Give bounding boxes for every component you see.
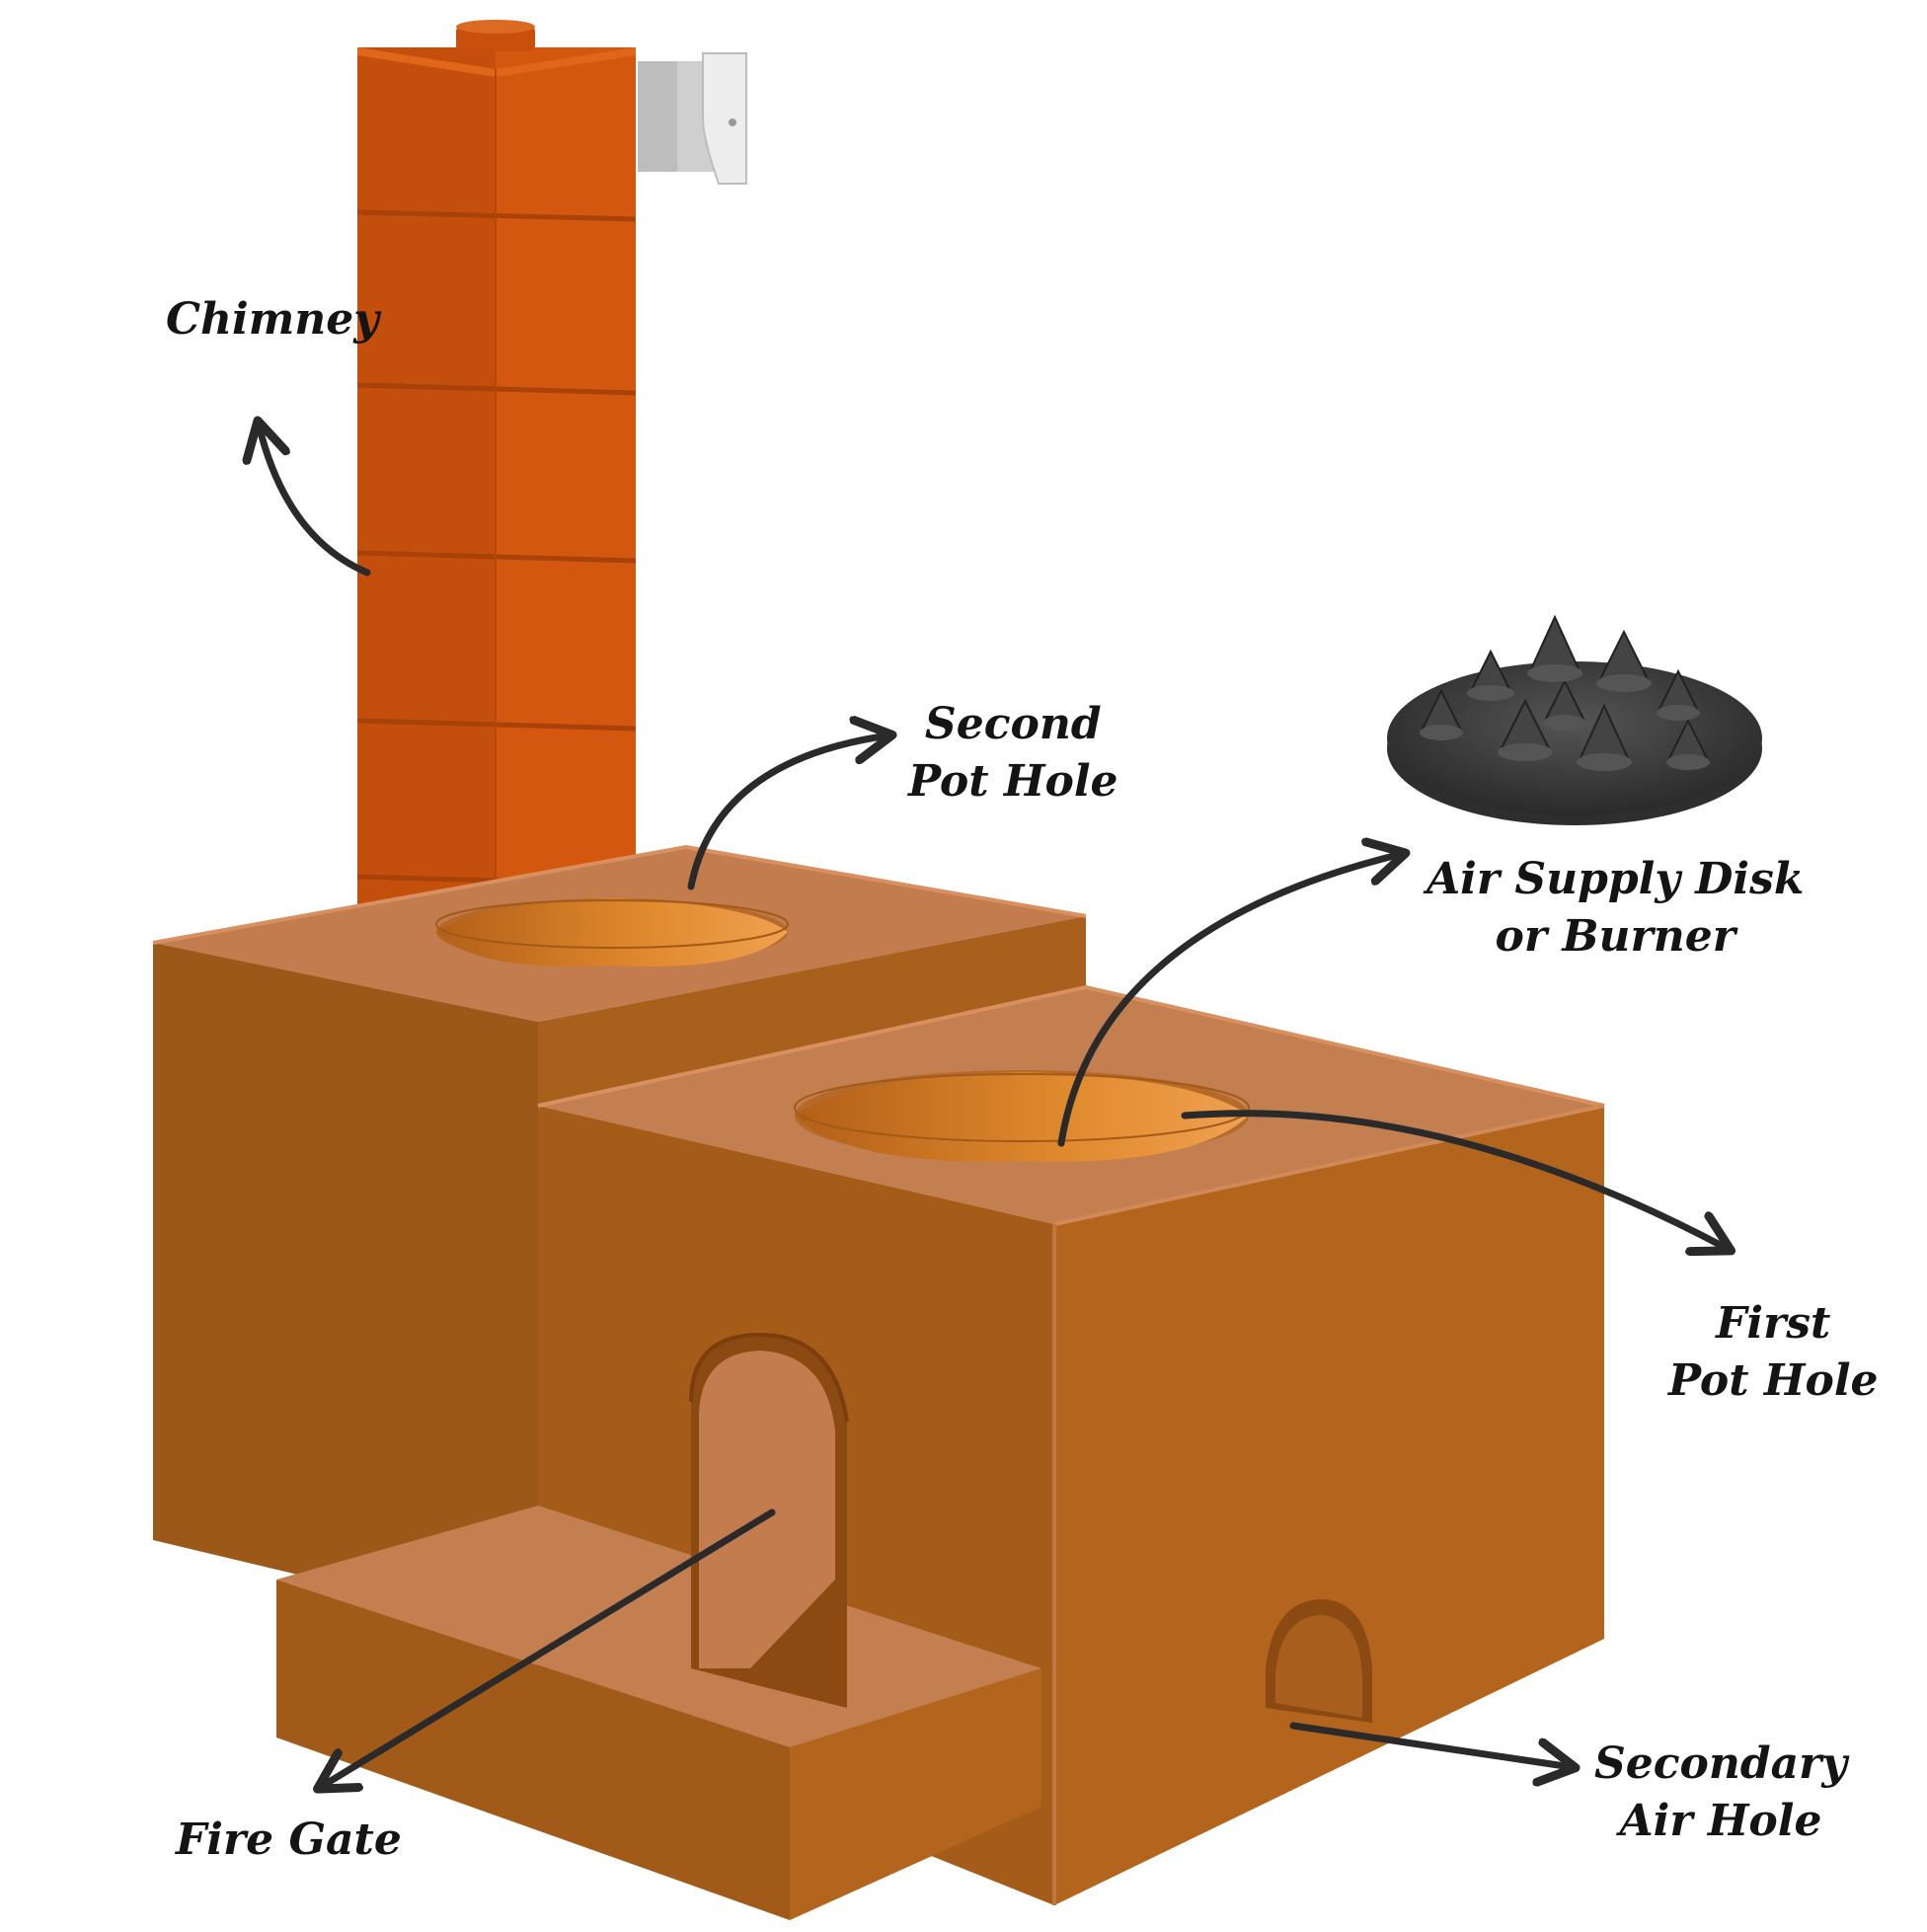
label-second-pot-hole: Second Pot Hole: [908, 699, 1118, 807]
arrow-first-pot-hole: [1181, 1110, 1728, 1249]
arrow-fire-gate: [321, 1508, 776, 1787]
second-pot-hole: [435, 898, 789, 967]
air-supply-disk: [1387, 614, 1762, 825]
fire-gate-opening: [689, 1332, 849, 1708]
label-secondary-air-hole: Secondary Air Hole: [1594, 1739, 1847, 1846]
label-first-pot-hole: First Pot Hole: [1668, 1298, 1879, 1406]
chimney: [356, 20, 637, 906]
label-air-supply-disk: Air Supply Disk or Burner: [1426, 854, 1805, 962]
arrow-second-pot-hole: [687, 735, 888, 890]
arrows: [259, 425, 1728, 1787]
first-pot-hole: [794, 1070, 1250, 1162]
secondary-air-hole: [1266, 1599, 1372, 1723]
label-chimney: Chimney: [166, 294, 379, 345]
arrow-chimney: [259, 425, 371, 577]
label-fire-gate: Fire Gate: [176, 1815, 402, 1865]
arrow-air-supply-disk: [1057, 854, 1402, 1147]
arrow-secondary-air-hole: [1289, 1722, 1572, 1767]
flue-pipe: [638, 52, 747, 185]
